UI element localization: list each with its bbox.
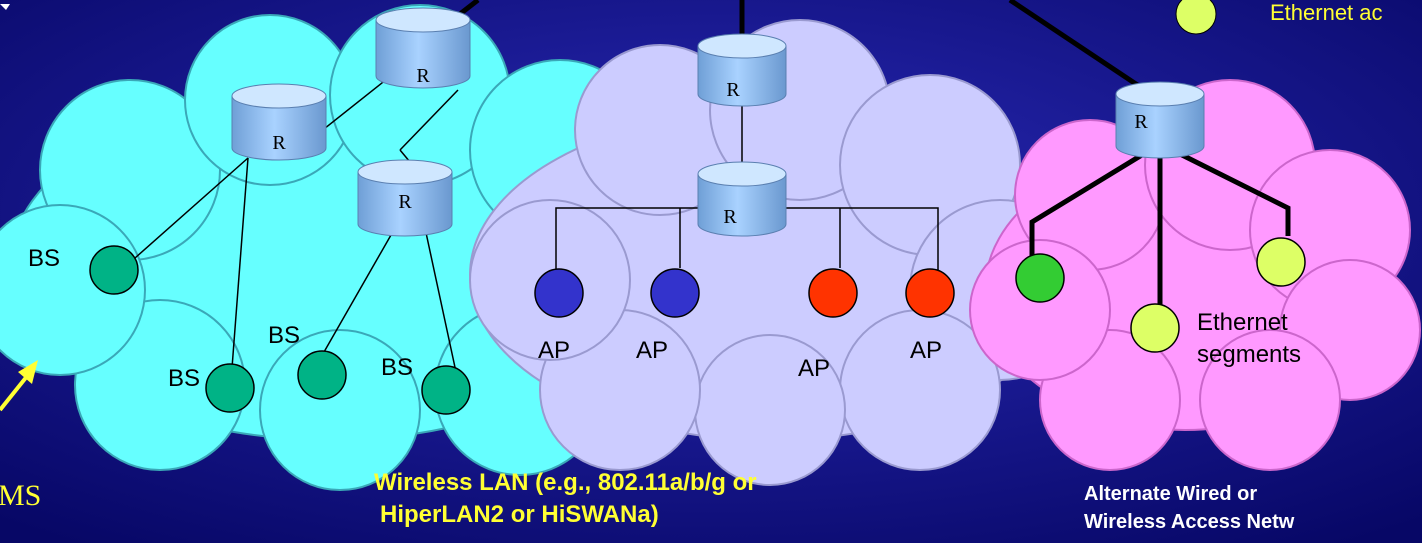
bs-label: BS — [268, 322, 300, 349]
router-top-left: R — [375, 7, 471, 89]
router-alternate: R — [1115, 81, 1205, 159]
base-station-node — [297, 350, 347, 400]
ap-label: AP — [798, 355, 830, 382]
router-wlan-hub: R — [697, 161, 787, 237]
wlan-caption-line1: Wireless LAN (e.g., 802.11a/b/g or — [374, 469, 757, 496]
uplink-lines — [458, 0, 1150, 95]
legend-ethernet-swatch — [1175, 0, 1217, 35]
corner-mark — [0, 4, 10, 10]
ethernet-segments-label-line2: segments — [1197, 341, 1301, 368]
access-point-labels: AP AP AP AP — [538, 337, 942, 382]
base-station-node — [205, 363, 255, 413]
router-label: R — [726, 79, 740, 101]
ap-label: AP — [636, 337, 668, 364]
base-station-node — [421, 365, 471, 415]
base-station-labels: BS BS BS BS — [28, 245, 413, 392]
router-label: R — [416, 65, 430, 87]
access-point-node — [650, 268, 700, 318]
wlan-caption-line2: HiperLAN2 or HiSWANa) — [380, 501, 659, 528]
legend-ethernet-label: Ethernet ac — [1270, 0, 1383, 25]
base-station-node — [89, 245, 139, 295]
alternate-caption-line2: Wireless Access Netw — [1084, 511, 1295, 533]
router-cellular-low: R — [357, 159, 453, 237]
ethernet-node — [1256, 237, 1306, 287]
router-label: R — [723, 206, 737, 228]
bs-label: BS — [28, 245, 60, 272]
router-cellular-mid: R — [231, 83, 327, 161]
bs-label: BS — [381, 354, 413, 381]
access-point-node — [905, 268, 955, 318]
alternate-node — [1015, 253, 1065, 303]
router-wlan-top: R — [697, 33, 787, 107]
base-stations — [89, 245, 471, 415]
access-points — [534, 268, 955, 318]
bs-label: BS — [168, 365, 200, 392]
access-point-node — [808, 268, 858, 318]
access-point-node — [534, 268, 584, 318]
wlan-cloud — [469, 19, 1091, 486]
ms-label: MS — [0, 479, 41, 512]
router-label: R — [272, 132, 286, 154]
alternate-network-cloud — [969, 79, 1421, 471]
ap-label: AP — [538, 337, 570, 364]
ms-arrow — [0, 360, 38, 412]
router-label: R — [398, 191, 412, 213]
ethernet-segments-label-line1: Ethernet — [1197, 309, 1288, 336]
alternate-links — [1029, 147, 1291, 308]
alternate-nodes — [1015, 237, 1306, 353]
ap-label: AP — [910, 337, 942, 364]
ethernet-node — [1130, 303, 1180, 353]
alternate-caption-line1: Alternate Wired or — [1084, 483, 1257, 505]
router-label: R — [1134, 111, 1148, 133]
